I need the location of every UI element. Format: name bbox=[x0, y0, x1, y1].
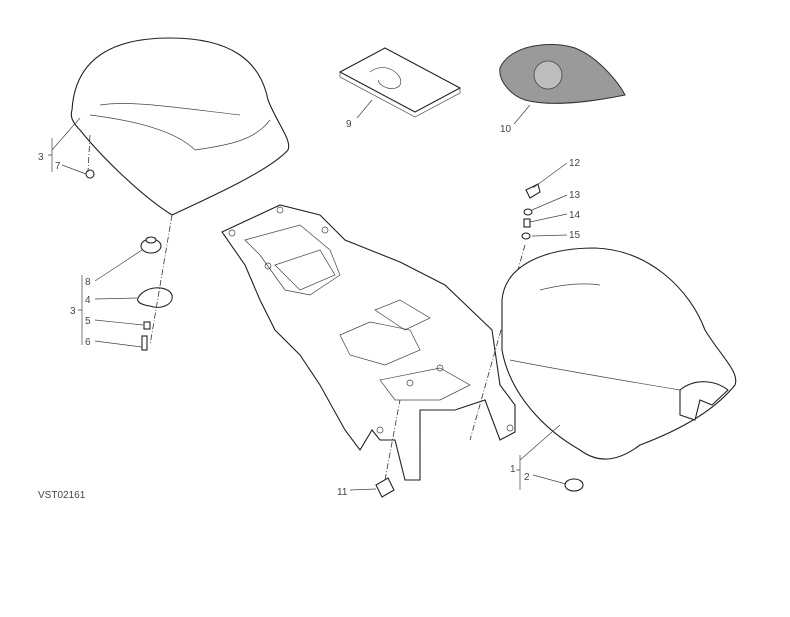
washer-15 bbox=[521, 232, 531, 240]
callout-3-top: 3 bbox=[38, 152, 44, 163]
callout-7: 7 bbox=[55, 161, 61, 172]
screw-7 bbox=[85, 169, 95, 179]
seat-cover-10 bbox=[499, 43, 626, 104]
callout-11: 11 bbox=[337, 487, 348, 498]
callout-9: 9 bbox=[346, 119, 352, 130]
owners-manual-9 bbox=[338, 47, 462, 118]
rubber-buffer-8 bbox=[140, 236, 162, 254]
nut-5 bbox=[143, 321, 151, 330]
callout-10: 10 bbox=[500, 124, 512, 135]
callout-2: 2 bbox=[524, 472, 530, 483]
callout-12: 12 bbox=[569, 158, 581, 169]
passenger-seat bbox=[70, 37, 290, 216]
knob-12 bbox=[525, 183, 541, 199]
callout-5: 5 bbox=[85, 316, 91, 327]
callout-15: 15 bbox=[569, 230, 581, 241]
callout-13: 13 bbox=[569, 190, 581, 201]
clip-11 bbox=[375, 477, 395, 498]
callout-8: 8 bbox=[85, 277, 91, 288]
callout-4: 4 bbox=[85, 295, 91, 306]
rider-seat bbox=[501, 247, 737, 460]
callout-6: 6 bbox=[85, 337, 91, 348]
screw-6 bbox=[141, 335, 148, 351]
rear-subframe bbox=[221, 204, 516, 481]
washer-13 bbox=[523, 208, 533, 216]
diagram-code: VST02161 bbox=[38, 490, 86, 501]
callout-14: 14 bbox=[569, 210, 581, 221]
cap-2 bbox=[564, 478, 584, 492]
callout-1: 1 bbox=[510, 464, 516, 475]
spring-14 bbox=[523, 218, 531, 228]
bracket-4 bbox=[137, 287, 173, 308]
callout-3-bottom: 3 bbox=[70, 306, 76, 317]
